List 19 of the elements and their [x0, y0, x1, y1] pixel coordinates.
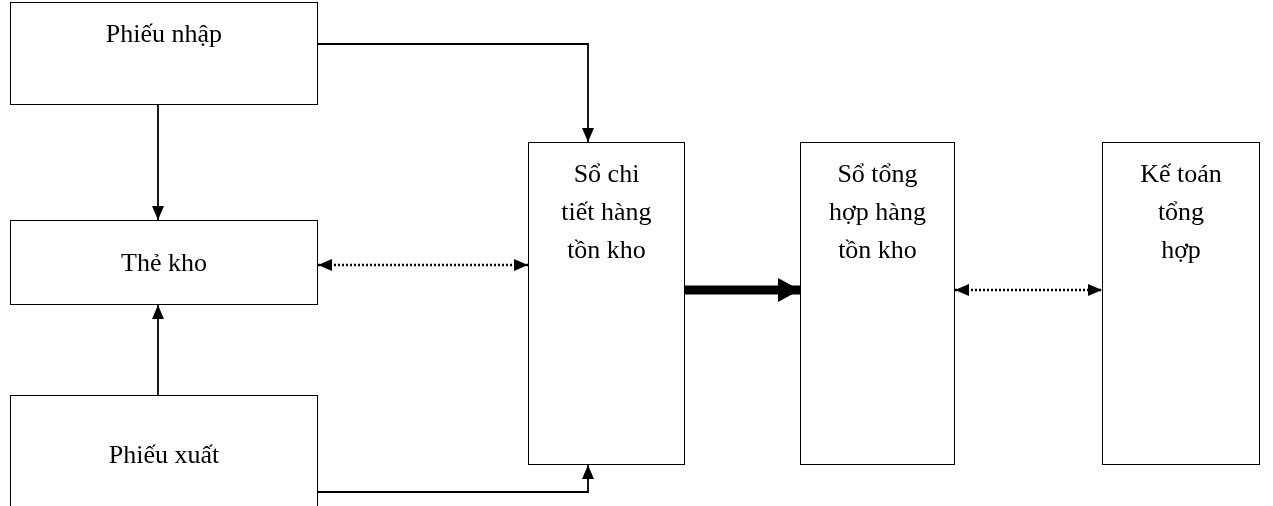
arrow — [317, 43, 594, 143]
box-label: Kế toán tổng hợp — [1139, 158, 1223, 266]
box-label: Sổ chi tiết hàng tồn kho — [560, 158, 653, 266]
dotted-arrow — [318, 259, 528, 271]
arrow — [152, 104, 164, 221]
box-label: Thẻ kho — [121, 246, 207, 279]
process-box — [10, 2, 318, 105]
box-label: Phiếu xuất — [108, 439, 220, 471]
process-box — [528, 142, 685, 465]
dotted-arrow — [955, 284, 1102, 296]
arrow — [152, 304, 164, 396]
box-label: Phiếu nhập — [105, 18, 223, 50]
process-box — [800, 142, 955, 465]
arrow — [685, 278, 800, 302]
box-label: Sổ tổng hợp hàng tồn kho — [828, 158, 927, 266]
arrow — [317, 464, 594, 493]
process-box — [1102, 142, 1260, 465]
process-box — [10, 220, 318, 305]
process-box — [10, 395, 318, 506]
